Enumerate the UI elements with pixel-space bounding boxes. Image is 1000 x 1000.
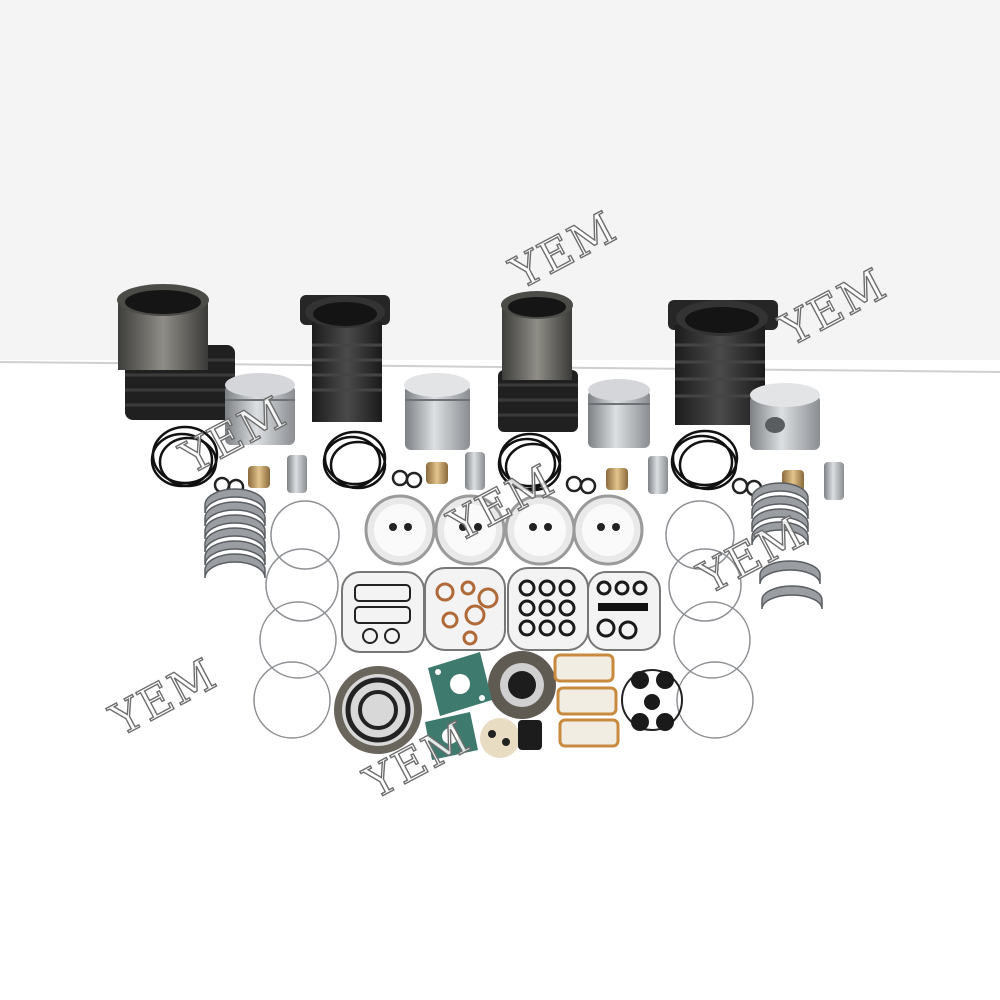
cylinder-liner [300,295,390,422]
piston-pin [287,452,844,500]
o-ring-bag [587,571,661,651]
copper-washer-bag [424,567,506,651]
gasket-bag [341,571,425,653]
green-gasket [425,712,478,760]
piston [588,379,650,448]
green-gasket [428,652,492,716]
piston [404,373,470,450]
piston-rings [322,430,387,490]
main-bearings [204,488,266,579]
cylinder-liner [498,291,578,432]
piston [225,373,295,445]
liner-seal-rings [253,500,754,739]
piston-rings [497,432,562,492]
manifold-gaskets [553,653,620,748]
rubber-plug [518,720,542,750]
cylinder-liner [117,284,235,420]
head-gaskets [364,494,644,566]
oil-seal [488,651,556,719]
piston-rings [670,429,739,491]
cylinder-liner [668,300,778,425]
rubber-seal-set [621,669,683,731]
fiber-gasket [480,718,520,758]
crankshaft-seal [334,666,422,754]
piston-rings [150,425,219,488]
main-bearings [751,482,823,610]
piston [750,383,820,450]
o-ring-bag [507,567,589,651]
